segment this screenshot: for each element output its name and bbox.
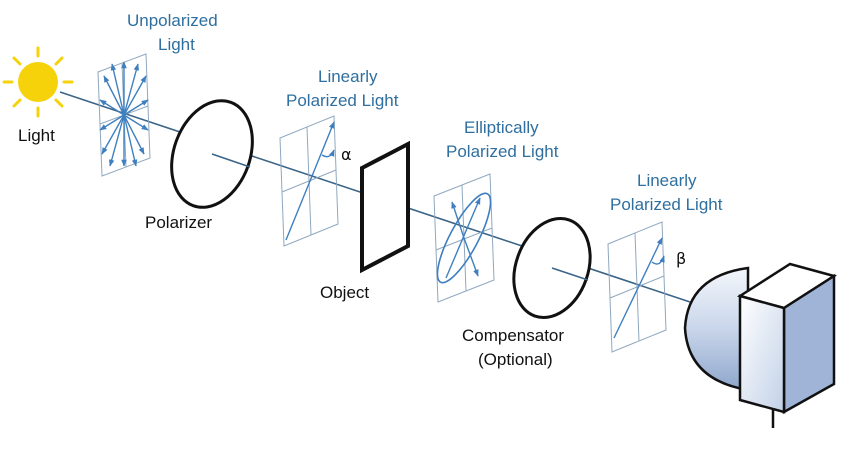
linear1-label-line2: Polarized Light [286,91,399,110]
detector-icon [683,262,838,428]
compensator-label-line2: (Optional) [478,350,553,369]
elliptic-polarized-panel [433,173,495,303]
beta-symbol: β [676,249,686,268]
object-plate [360,140,410,274]
unpolarized-label-line1: Unpolarized [127,11,218,30]
compensator-disc [512,217,592,319]
linear-polarized-panel-1 [279,115,339,247]
linear2-label-line1: Linearly [637,171,697,190]
polarizer-disc [170,99,254,209]
object-label: Object [320,283,369,302]
sun-icon [2,46,74,118]
elliptic-label-line1: Elliptically [464,118,539,137]
light-label: Light [18,126,55,145]
linear2-label-line2: Polarized Light [610,195,723,214]
linear-polarized-panel-2 [607,221,667,353]
unpolarized-light-panel [97,53,151,177]
unpolarized-label-line2: Light [158,35,195,54]
compensator-label-line1: Compensator [462,326,564,345]
polarizer-label: Polarizer [145,213,212,232]
linear1-label-line1: Linearly [318,67,378,86]
alpha-symbol: α [341,145,352,164]
elliptic-label-line2: Polarized Light [446,142,559,161]
